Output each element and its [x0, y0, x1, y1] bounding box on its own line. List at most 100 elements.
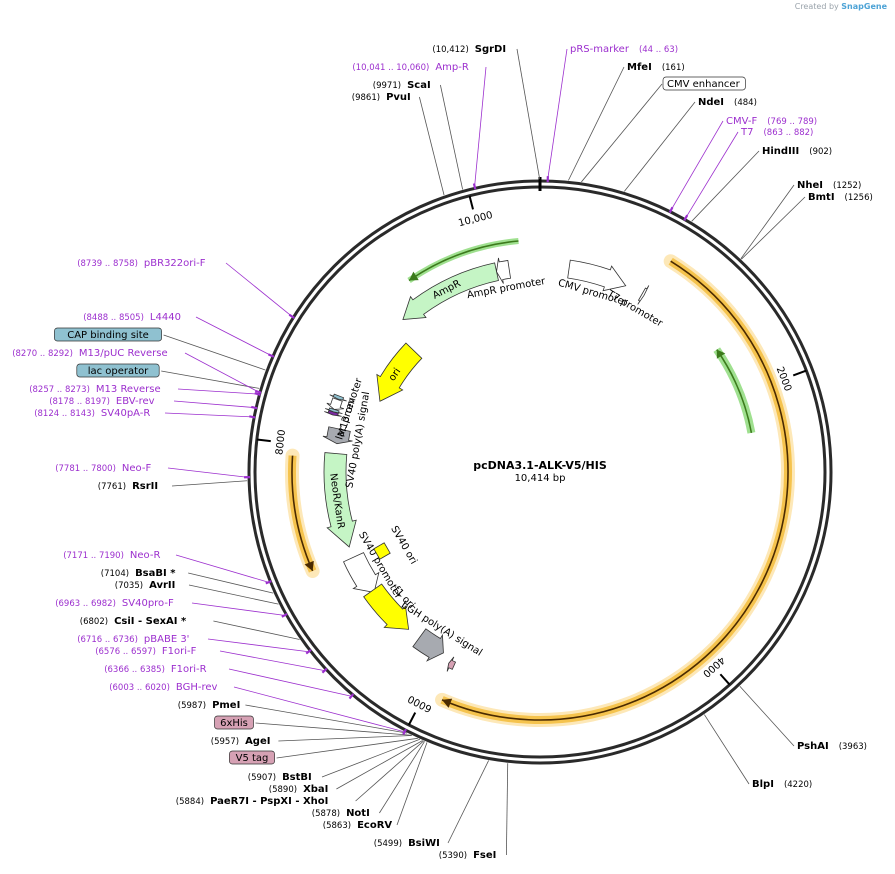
- feature-f1-ori[interactable]: [363, 583, 410, 630]
- site-leader-line: [161, 370, 260, 389]
- site-position: (1256): [845, 193, 873, 203]
- site-label: MfeI(161): [627, 62, 685, 73]
- site-name: EBV-rev: [116, 396, 155, 407]
- snapgene-credit: Created by SnapGene: [795, 2, 887, 11]
- site-amp-r[interactable]: (10,041 .. 10,060)Amp-R: [352, 62, 487, 190]
- site-prs-marker[interactable]: pRS-marker(44 .. 63): [546, 44, 678, 183]
- primer-site-mark: [472, 183, 477, 190]
- scale-tick: [407, 712, 417, 726]
- site-leader-line: [447, 760, 490, 844]
- site-label: (8257 .. 8273)M13 Reverse: [29, 384, 160, 395]
- site-pbr322ori-f[interactable]: (8739 .. 8758)pBR322ori-F: [77, 258, 295, 319]
- site-m13-reverse[interactable]: (8257 .. 8273)M13 Reverse: [29, 384, 261, 396]
- feature-ampr-promoter[interactable]: [496, 257, 512, 284]
- site-name: NdeI: [698, 97, 724, 108]
- site-sgrdi[interactable]: (10,412)SgrDI: [432, 44, 541, 180]
- site-bsiwi[interactable]: (5499)BsiWI: [374, 760, 490, 849]
- site-leader-line: [704, 714, 750, 785]
- feature-m13-rev[interactable]: [324, 410, 342, 417]
- feature-ori[interactable]: [376, 342, 423, 402]
- site-bgh-rev[interactable]: (6003 .. 6020)BGH-rev: [109, 682, 407, 736]
- site-label: NdeI(484): [698, 97, 757, 108]
- site-cmv-enhancer[interactable]: CMV enhancer: [581, 76, 746, 183]
- site-v5-tag[interactable]: V5 tag: [229, 737, 418, 765]
- site-blpi[interactable]: BlpI(4220): [704, 714, 812, 790]
- site-rsrii[interactable]: (7761) RsrII: [98, 480, 248, 492]
- site-sv40pro-f[interactable]: (6963 .. 6982)SV40pro-F: [55, 598, 288, 618]
- site-name: PshAI: [797, 741, 829, 752]
- feature-t7-promoter[interactable]: [637, 285, 650, 305]
- arc-arrowhead: [716, 349, 726, 359]
- site-leader-line: [516, 48, 541, 180]
- site-position: (7761): [98, 482, 126, 492]
- site-position: (5890): [269, 785, 297, 795]
- site-hindiii[interactable]: HindIII(902): [691, 146, 832, 222]
- site-cap-binding-site[interactable]: CAP binding site: [54, 327, 266, 371]
- feature-callout-box: [229, 750, 275, 765]
- site-m13-puc-reverse[interactable]: (8270 .. 8292)M13/pUC Reverse: [12, 348, 262, 394]
- feature-cmv-enhancer-feature[interactable]: [567, 259, 627, 292]
- feature-ampr[interactable]: [402, 262, 499, 321]
- site-paer7i-pspxi-xhoi[interactable]: (5884)PaeR7I - PspXI - XhoI: [176, 740, 424, 807]
- site-ebv-rev[interactable]: (8178 .. 8197)EBV-rev: [49, 396, 258, 410]
- site-xbai[interactable]: (5890)XbaI: [269, 740, 423, 795]
- site-label: lac operator: [88, 366, 149, 377]
- site-6xhis[interactable]: 6xHis: [214, 715, 412, 736]
- site-t7[interactable]: T7(863 .. 882): [683, 127, 813, 221]
- feature-v5-tag[interactable]: [446, 656, 457, 672]
- site-neo-f[interactable]: (7781 .. 7800)Neo-F: [55, 463, 251, 479]
- site-position: (8739 .. 8758): [77, 259, 138, 269]
- feature-neor-kanr[interactable]: [323, 452, 357, 548]
- credit-brand: SnapGene: [841, 2, 887, 11]
- site-fsei[interactable]: (5390)FseI: [439, 763, 509, 861]
- scale-tick-label: 8000: [274, 429, 288, 456]
- site-nhei[interactable]: NheI(1252): [740, 180, 861, 259]
- site-name: ScaI: [407, 80, 431, 91]
- site-ecorv[interactable]: (5863)EcoRV: [323, 742, 428, 831]
- site-pmei[interactable]: (5987)PmeI: [178, 700, 408, 734]
- site-label: (5884)PaeR7I - PspXI - XhoI: [176, 796, 329, 807]
- site-leader-line: [163, 334, 266, 371]
- site-label: (5878)NotI: [312, 808, 370, 819]
- site-agei[interactable]: (5957)AgeI: [211, 735, 412, 747]
- site-name: RsrII: [132, 481, 158, 492]
- site-position: (863 .. 882): [763, 128, 813, 138]
- site-cmv-f[interactable]: CMV-F (769 .. 789): [668, 116, 817, 214]
- feature-callout-box: [54, 327, 162, 342]
- site-leader-line: [581, 83, 663, 183]
- site-position: (5878): [312, 809, 340, 819]
- site-scai[interactable]: (9971)ScaI: [373, 80, 464, 190]
- site-position: (769 .. 789): [767, 117, 817, 127]
- site-lac-operator[interactable]: lac operator: [76, 363, 260, 389]
- site-csii-sexai-[interactable]: (6802)CsiI - SexAI *: [80, 616, 300, 640]
- site-pshai[interactable]: PshAI(3963): [739, 686, 867, 752]
- site-l4440[interactable]: (8488 .. 8505)L4440: [83, 312, 275, 358]
- feature-sv40-promoter[interactable]: [343, 552, 380, 593]
- site-noti[interactable]: (5878)NotI: [312, 741, 425, 819]
- site-bsabi-[interactable]: (7104)BsaBI *: [101, 568, 274, 594]
- sv40-ori-marker[interactable]: [373, 542, 391, 560]
- site-ndei[interactable]: NdeI(484): [624, 97, 757, 192]
- arc-arrowhead: [304, 560, 314, 571]
- site-pbabe-3-[interactable]: (6716 .. 6736)pBABE 3': [77, 634, 312, 655]
- feature-lac-promoter[interactable]: [326, 397, 345, 410]
- site-mfei[interactable]: MfeI(161): [568, 62, 685, 181]
- feature-lac-operator[interactable]: [325, 407, 343, 414]
- site-neo-r[interactable]: (7171 .. 7190)Neo-R: [63, 550, 272, 585]
- site-avrii[interactable]: (7035)AvrII: [115, 580, 279, 605]
- site-sv40pa-r[interactable]: (8124 .. 8143)SV40pA-R: [34, 408, 256, 419]
- site-pvui[interactable]: (9861)PvuI: [352, 92, 445, 196]
- feature-cap-binding-site[interactable]: [329, 393, 347, 402]
- site-f1ori-f[interactable]: (6576 .. 6597)F1ori-F: [95, 646, 328, 674]
- site-bstbi[interactable]: (5907)BstBI: [248, 738, 421, 783]
- feature-sv40-poly-a-signal[interactable]: [322, 426, 353, 445]
- site-f1ori-r[interactable]: (6366 .. 6385)F1ori-R: [104, 664, 355, 700]
- site-position: (7781 .. 7800): [55, 464, 116, 474]
- site-name: BstBI: [282, 772, 312, 783]
- site-name: CMV-F: [726, 116, 757, 127]
- feature-bgh-poly-a-signal[interactable]: [412, 628, 444, 662]
- site-position: (6366 .. 6385): [104, 665, 165, 675]
- site-bmti[interactable]: BmtI(1256): [741, 192, 873, 260]
- plasmid-size: 10,414 bp: [515, 473, 566, 484]
